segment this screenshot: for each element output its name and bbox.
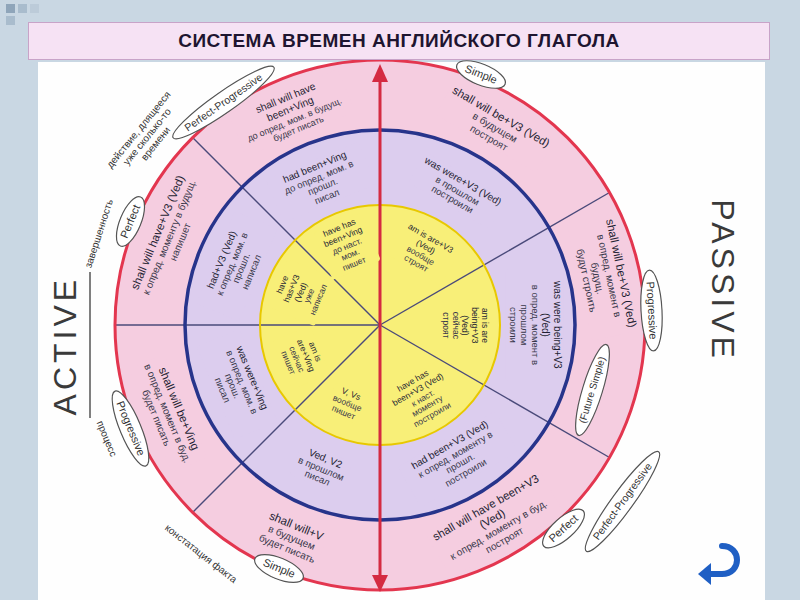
oval-shape: [453, 55, 509, 94]
label-underline: [89, 272, 91, 418]
oval-shape: [251, 549, 307, 588]
oval-shape: [111, 193, 151, 250]
example-translation: строили: [507, 272, 518, 378]
corner-square: [6, 16, 15, 25]
time-marker: в опред. момент в прошлом: [518, 272, 540, 378]
sector-line: [115, 324, 380, 325]
corner-square: [18, 4, 27, 13]
sector-line: [193, 138, 380, 325]
tense-formula: was were being+V3 (Ved): [540, 272, 563, 378]
tense-sector: am is are being+V3 (Ved)сейчасстроят: [440, 293, 491, 357]
example-translation: строят: [441, 296, 451, 354]
oval-shape: [639, 270, 664, 352]
arrow-head: [372, 575, 388, 592]
title-text: СИСТЕМА ВРЕМЕН АНГЛИЙСКОГО ГЛАГОЛА: [178, 30, 620, 52]
tense-sector: was were being+V3 (Ved)в опред. момент в…: [506, 269, 564, 381]
oval-shape: [578, 445, 667, 557]
return-arrow-head: [698, 563, 711, 585]
oval-shape: [537, 503, 590, 554]
sector-line: [193, 325, 380, 512]
tense-name-oval: Progressive: [638, 269, 665, 353]
time-marker: сейчас: [450, 296, 460, 354]
future-ring: [115, 60, 645, 590]
corner-square: [6, 4, 15, 13]
sector-lines: [115, 138, 610, 513]
return-arrow: [708, 546, 737, 574]
voice-label: ACTIVE: [48, 275, 83, 415]
arrow-head: [372, 64, 388, 82]
future-outline: [115, 60, 645, 590]
title-box: СИСТЕМА ВРЕМЕН АНГЛИЙСКОГО ГЛАГОЛА: [28, 22, 770, 60]
return-button: [698, 546, 737, 585]
oval-shape: [105, 387, 155, 470]
tense-formula: am is are being+V3 (Ved): [460, 296, 489, 354]
corner-square: [30, 4, 39, 13]
oval-shape: [569, 342, 616, 439]
voice-divider: [379, 80, 382, 577]
voice-label: PASSIVE: [704, 199, 739, 362]
oval-shape: [168, 58, 281, 146]
